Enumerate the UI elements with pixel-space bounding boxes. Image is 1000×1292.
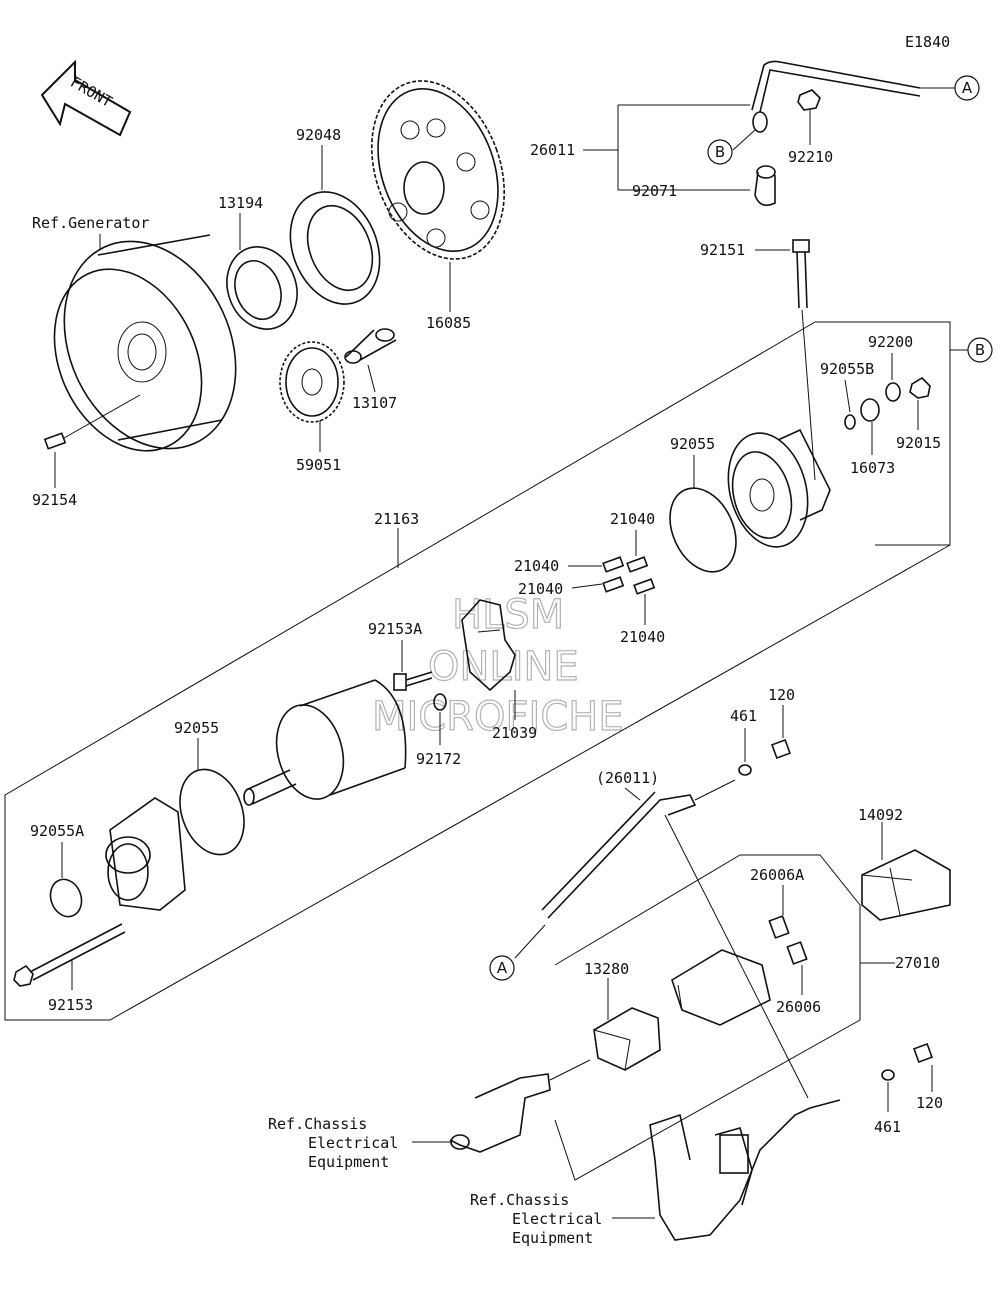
starter-assembly-outline — [4, 321, 951, 1021]
relay-cover-14092 — [861, 849, 951, 921]
part-59051: 59051 — [296, 456, 341, 474]
ref-chassis-2-line-3: Equipment — [512, 1229, 593, 1247]
part-92172: 92172 — [416, 750, 461, 768]
oring-92055a — [49, 878, 83, 918]
part-26011-paren: (26011) — [596, 769, 659, 787]
ref-chassis-2-line-1: Ref.Chassis — [470, 1191, 569, 1209]
battery-cable-lower — [649, 1099, 841, 1241]
part-21039: 21039 — [492, 724, 537, 742]
washer-461-top — [738, 764, 752, 776]
screw-92172 — [433, 693, 447, 711]
part-13280: 13280 — [584, 960, 629, 978]
ref-chassis-2-line-2: Electrical — [512, 1210, 602, 1228]
starter-end-cover — [727, 428, 831, 548]
oring-92055b — [844, 414, 856, 430]
part-92210: 92210 — [788, 148, 833, 166]
fuse-26006 — [786, 941, 808, 965]
part-92153: 92153 — [48, 996, 93, 1014]
starter-relay — [671, 949, 771, 1026]
connector-a-top: A — [962, 79, 973, 97]
part-92055-top: 92055 — [670, 435, 715, 453]
one-way-clutch-13194 — [226, 246, 298, 330]
part-92200: 92200 — [868, 333, 913, 351]
part-120-bottom: 120 — [916, 1094, 943, 1112]
part-461-top: 461 — [730, 707, 757, 725]
part-92151: 92151 — [700, 241, 745, 259]
part-26006A: 26006A — [750, 866, 804, 884]
bolt-92154 — [43, 394, 141, 450]
part-27010: 27010 — [895, 954, 940, 972]
brush-springs-21040 — [602, 556, 656, 595]
part-92055A: 92055A — [30, 822, 84, 840]
bolt-120-top — [771, 739, 791, 759]
part-461-bottom: 461 — [874, 1118, 901, 1136]
starter-yoke — [243, 679, 407, 806]
part-21040-b: 21040 — [514, 557, 559, 575]
fuse-26006a — [768, 915, 790, 939]
part-120-top: 120 — [768, 686, 795, 704]
part-16085: 16085 — [426, 314, 471, 332]
washer-461-bottom — [881, 1069, 895, 1081]
part-92153A: 92153A — [368, 620, 422, 638]
relay-group-outline — [554, 854, 861, 1181]
long-bolt-92153 — [13, 923, 126, 987]
ref-chassis-1-line-2: Electrical — [308, 1134, 398, 1152]
starter-cable-26011 — [751, 60, 921, 206]
watermark-line-2: ONLINE — [428, 644, 579, 690]
oring-92055-mid — [179, 768, 245, 856]
starter-cable-mid — [541, 779, 736, 919]
part-21040-d: 21040 — [620, 628, 665, 646]
part-26011: 26011 — [530, 141, 575, 159]
watermark-line-1: HLSM — [452, 592, 564, 638]
part-92048: 92048 — [296, 126, 341, 144]
starter-front-cover — [105, 797, 186, 911]
part-92071: 92071 — [632, 182, 677, 200]
brush-holder-21039 — [461, 599, 516, 692]
part-16073: 16073 — [850, 459, 895, 477]
generator-rotor — [53, 234, 237, 452]
screw-92153a — [393, 671, 433, 691]
part-21040-a: 21040 — [610, 510, 655, 528]
collar-16073 — [860, 398, 880, 422]
connector-b-right: B — [975, 341, 985, 359]
idle-gear-59051 — [279, 341, 345, 423]
part-92015: 92015 — [896, 434, 941, 452]
connector-a-bottom: A — [497, 959, 508, 977]
ref-chassis-1-line-3: Equipment — [308, 1153, 389, 1171]
ref-generator-label: Ref.Generator — [32, 214, 149, 232]
oring-92055-top — [669, 487, 737, 573]
part-92055B: 92055B — [820, 360, 874, 378]
relay-13280 — [593, 1007, 661, 1071]
part-92055-mid: 92055 — [174, 719, 219, 737]
watermark: HLSM ONLINE MICROFICHE — [371, 591, 624, 740]
bolt-92151 — [792, 239, 810, 309]
nut-92015 — [909, 376, 931, 399]
relay-bracket — [449, 1073, 551, 1153]
bearing-ring-92048 — [289, 191, 381, 305]
part-26006: 26006 — [776, 998, 821, 1016]
watermark-line-3: MICROFICHE — [372, 694, 624, 740]
shaft-13107 — [344, 328, 397, 364]
part-21163: 21163 — [374, 510, 419, 528]
part-14092: 14092 — [858, 806, 903, 824]
bolt-120-bottom — [913, 1043, 933, 1063]
front-arrow-icon: FRONT — [40, 59, 132, 137]
part-92154: 92154 — [32, 491, 77, 509]
part-13194: 13194 — [218, 194, 263, 212]
part-21040-c: 21040 — [518, 580, 563, 598]
diagram-code: E1840 — [905, 33, 950, 51]
connector-b-top: B — [715, 143, 725, 161]
washer-92200 — [885, 382, 901, 402]
ref-chassis-1-line-1: Ref.Chassis — [268, 1115, 367, 1133]
starter-gear-16085 — [370, 80, 506, 260]
part-13107: 13107 — [352, 394, 397, 412]
